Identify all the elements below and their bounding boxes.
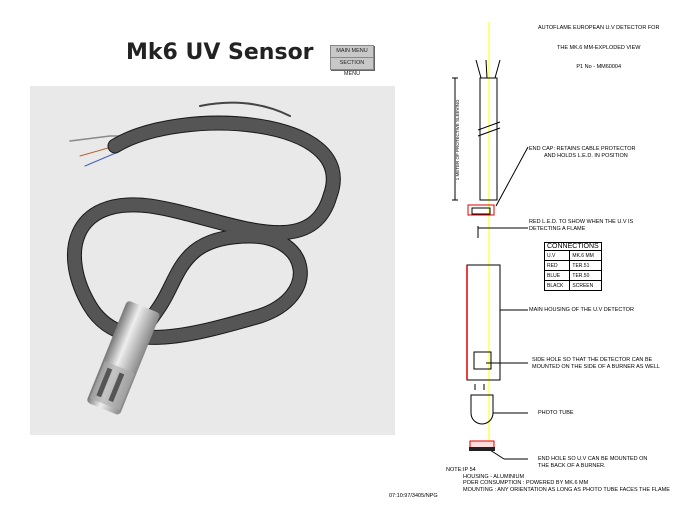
drawing-reference: 07:10:97/3405/NPG [389,493,438,499]
note-label: NOTE: [446,467,463,473]
cell: TER.51 [569,260,602,271]
section-menu-button[interactable]: SECTION MENU [330,57,374,77]
connections-title: CONNECTIONS [544,242,602,251]
heading-line: P1 No - MM60004 [576,64,622,70]
red-led-label: RED L.E.D. TO SHOW WHEN THE U.V IS DETEC… [529,219,634,232]
table-header: U.V [543,250,571,261]
heading-line: THE MK.6 MM-EXPLODED VIEW [557,44,641,51]
cell: RED [543,260,571,271]
cell: BLACK [543,280,571,291]
photo-tube-label: PHOTO TUBE [538,410,574,416]
notes-text: IP 54 HOUSING - ALUMINIUM POER CONSUMPTI… [463,467,670,493]
drawing-heading: AUTOFLAME EUROPEAN U.V DETECTOR FOR THE … [538,12,659,77]
end-cap-label: END CAP: RETAINS CABLE PROTECTOR AND HOL… [529,146,636,159]
table-header: MK.6 MM [569,250,602,261]
page-title: Mk6 UV Sensor [126,40,314,65]
sleeving-label: 1 METER OF PROTECTIVE SLEEVING [454,99,460,181]
cell: BLUE [543,270,571,281]
cell: SCREEN [569,280,602,291]
cell: TER.50 [569,270,602,281]
main-housing-label: MAIN HOUSING OF THE U.V DETECTOR [529,307,634,313]
uv-sensor-photo [30,86,395,435]
heading-line: AUTOFLAME EUROPEAN U.V DETECTOR FOR [538,25,660,31]
side-hole-label: SIDE HOLE SO THAT THE DETECTOR CAN BE MO… [532,357,660,370]
end-hole-label: END HOLE SO U.V CAN BE MOUNTED ON THE BA… [538,456,648,469]
